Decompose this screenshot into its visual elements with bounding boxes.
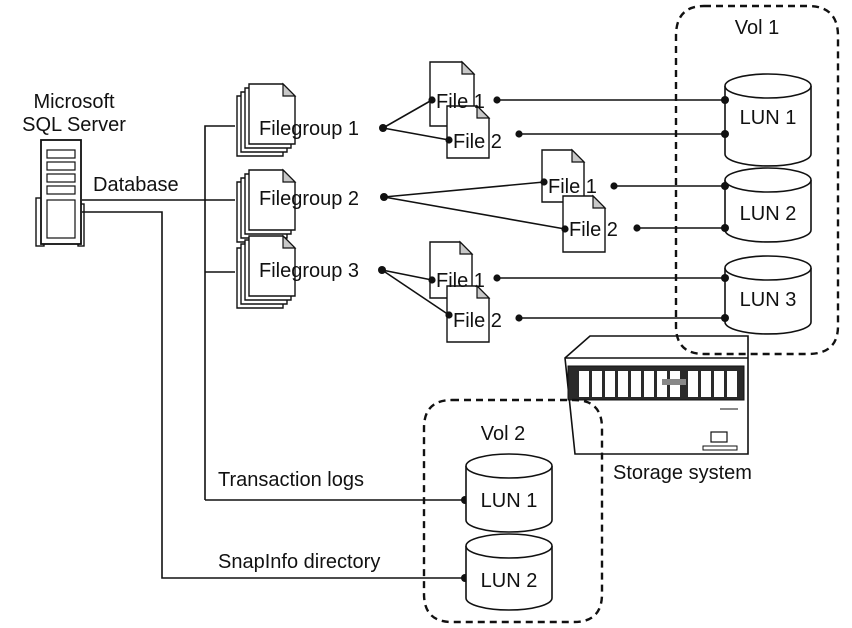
filegroup-file-connectors [381,99,566,316]
file-lun-connectors [497,99,725,319]
file-out-dot [493,96,501,104]
vol-1-lun-3-label: LUN 3 [740,289,797,311]
filegroup-3-connector-dot [378,266,386,274]
lun-input-dot [721,274,729,282]
filegroup-1-connector-dot [379,124,387,132]
file-icon [562,194,607,253]
filegroup-1-label: Filegroup 1 [259,118,359,140]
file-label: File 1 [548,176,597,198]
vol-1-lun-1-cylinder [724,73,812,167]
file-icon [446,284,491,343]
file-out-dot [515,314,523,322]
file-label: File 2 [569,219,618,241]
vol-2-boundary [422,398,604,624]
vol-1-label: Vol 1 [735,17,779,39]
file-endpoint-dot [445,311,453,319]
vol-1-lun-2-label: LUN 2 [740,203,797,225]
file-icon [446,104,491,159]
snapinfo-directory-label: SnapInfo directory [218,551,380,573]
vol-2-lun-1-label: LUN 1 [481,490,538,512]
file-out-dot [610,182,618,190]
transaction-logs-label: Transaction logs [218,469,364,491]
vol-1-boundary [674,4,840,356]
file-out-dot [493,274,501,282]
lun-input-dot [721,314,729,322]
storage-system-label: Storage system [613,462,752,484]
file-out-dot [633,224,641,232]
storage-system-icon [564,335,749,455]
server-label-line1: Microsoft [33,91,115,113]
filegroup-1-icon [236,82,297,157]
lun-input-dot [721,224,729,232]
file-out-dot [515,130,523,138]
database-label: Database [93,174,179,196]
file-endpoint-dot [445,136,453,144]
file-label: File 2 [453,131,502,153]
server-icon [35,139,85,247]
vol-2-lun-1-cylinder [465,453,553,533]
lun-input-dot [721,182,729,190]
file-endpoint-dot [428,96,436,104]
file-label: File 2 [453,310,502,332]
file-icon [541,148,586,203]
filegroup-2-label: Filegroup 2 [259,188,359,210]
lun-input-dot [721,130,729,138]
server-label-line2: SQL Server [22,114,126,136]
vol-2-label: Vol 2 [481,423,525,445]
filegroup-2-icon [236,168,297,243]
vol-1-lun-1-label: LUN 1 [740,107,797,129]
lun-input-dot [721,96,729,104]
file-icon [429,240,474,299]
file-endpoint-dot [428,276,436,284]
file-endpoint-dot [561,225,569,233]
filegroup-2-connector-dot [380,193,388,201]
vol-2-lun-2-label: LUN 2 [481,570,538,592]
file-endpoint-dot [540,178,548,186]
filegroup-3-label: Filegroup 3 [259,260,359,282]
file-label: File 1 [436,270,485,292]
file-label: File 1 [436,91,485,113]
vol-1-lun-2-cylinder [724,167,812,243]
vol-2-lun-2-cylinder [465,533,553,611]
server-connections [82,125,466,579]
vol-1-lun-3-cylinder [724,255,812,335]
filegroup-3-icon [236,234,297,309]
